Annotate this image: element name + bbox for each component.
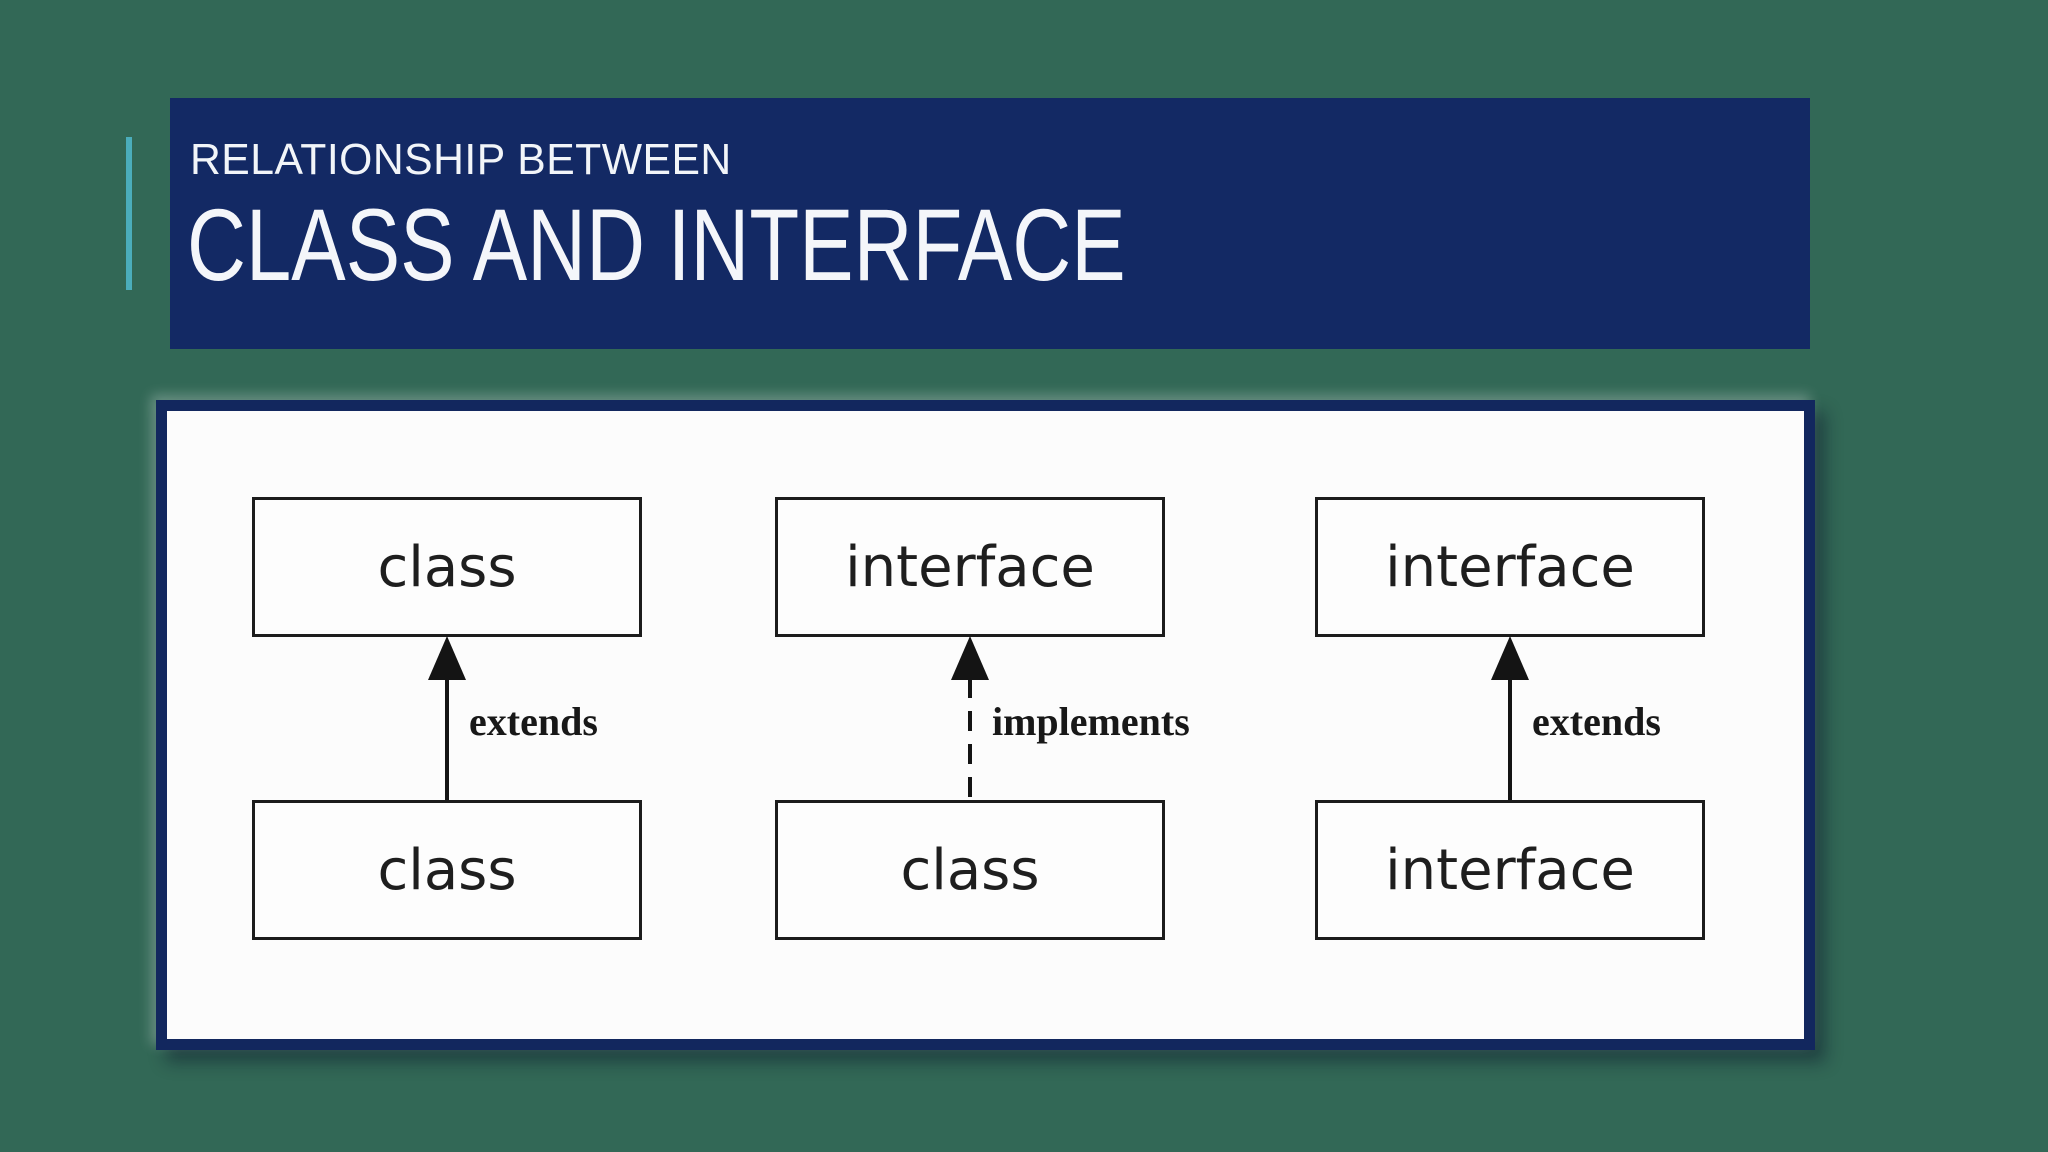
- slide-title: CLASS AND INTERFACE: [187, 188, 1126, 302]
- title-band: RELATIONSHIP BETWEEN CLASS AND INTERFACE: [170, 98, 1810, 349]
- relation-label: extends: [1532, 699, 1661, 744]
- parent-box-label: class: [377, 534, 517, 600]
- up-arrow-head-icon: [1491, 636, 1529, 680]
- solid-arrow-shaft: [1508, 678, 1512, 800]
- child-box: class: [252, 800, 642, 940]
- parent-box: interface: [775, 497, 1165, 637]
- child-box: interface: [1315, 800, 1705, 940]
- parent-box-label: interface: [845, 534, 1095, 600]
- relation-label: extends: [469, 699, 598, 744]
- child-box: class: [775, 800, 1165, 940]
- accent-bar: [126, 137, 132, 290]
- relationship-pair-interface-extends-interface: interface extends interface: [1315, 497, 1705, 940]
- solid-arrow-shaft: [445, 678, 449, 800]
- relation-label: implements: [992, 699, 1190, 744]
- relationship-pair-class-implements-interface: interface implements class: [775, 497, 1190, 940]
- parent-box: interface: [1315, 497, 1705, 637]
- slide-kicker: RELATIONSHIP BETWEEN: [190, 135, 732, 184]
- child-box-label: interface: [1385, 837, 1635, 903]
- dashed-arrow-shaft: [968, 678, 972, 800]
- up-arrow-head-icon: [951, 636, 989, 680]
- parent-box-label: interface: [1385, 534, 1635, 600]
- relationship-pair-class-extends-class: class extends class: [252, 497, 642, 940]
- child-box-label: class: [377, 837, 517, 903]
- child-box-label: class: [900, 837, 1040, 903]
- parent-box: class: [252, 497, 642, 637]
- up-arrow-head-icon: [428, 636, 466, 680]
